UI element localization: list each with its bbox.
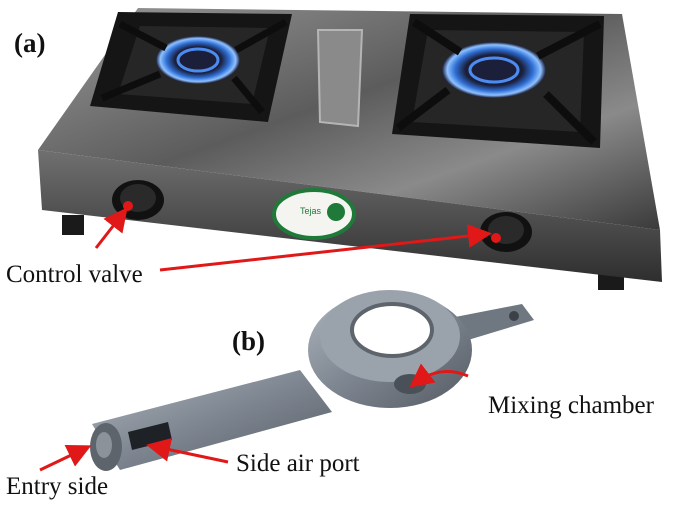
right-inner-flame — [468, 56, 520, 84]
right-flame-ring — [442, 42, 546, 98]
burner-opening — [350, 302, 434, 358]
right-burner-grate — [392, 14, 604, 148]
right-control-knob — [480, 212, 532, 252]
chamber-port — [394, 374, 426, 394]
control-valve-label: Control valve — [6, 261, 143, 288]
arrow-mixing-chamber — [409, 363, 469, 388]
entry-side-label: Entry side — [6, 473, 109, 500]
panel-label-a: (a) — [14, 28, 46, 58]
arrow-control-valve-right — [159, 224, 492, 272]
side-air-port-label: Side air port — [236, 450, 360, 477]
arrow-side-air-port — [146, 437, 229, 464]
center-tray — [316, 29, 364, 128]
left-inner-flame — [176, 47, 220, 73]
arrow-entry-side — [39, 444, 92, 472]
arrow-control-valve-left — [94, 207, 128, 249]
gas-stove: Tejas — [38, 8, 662, 290]
brand-badge: Tejas — [272, 188, 356, 240]
left-flame-ring — [156, 36, 240, 84]
left-control-knob — [112, 180, 164, 220]
left-burner-grate — [90, 12, 292, 122]
stove-leg — [62, 215, 84, 235]
panel-label-b: (b) — [232, 326, 265, 356]
mixing-chamber-label: Mixing chamber — [488, 392, 654, 419]
side-air-port-slot — [128, 422, 172, 450]
badge-text: Tejas — [300, 206, 322, 216]
annotation-arrows — [39, 207, 492, 472]
burner-part — [90, 290, 534, 471]
